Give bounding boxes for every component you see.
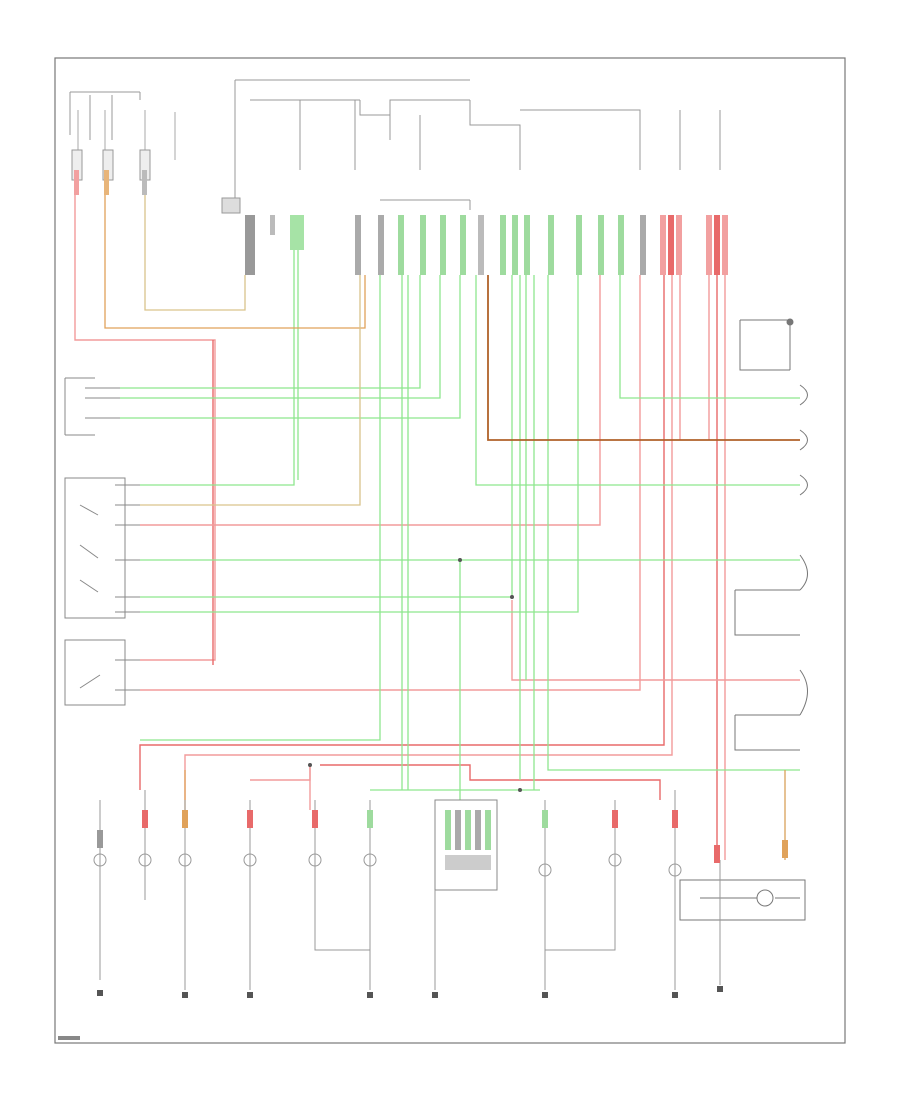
left-switch-upper: [64, 377, 120, 436]
left-switch-lower: [64, 639, 140, 706]
bottom-connector-stubs: [97, 810, 788, 863]
right-module-5: [679, 879, 806, 921]
right-module-4: [734, 669, 808, 751]
right-module-3: [734, 554, 808, 636]
wires-pink-red: [74, 195, 800, 860]
corner-mark: [58, 1036, 80, 1040]
junction-dots: [308, 558, 522, 792]
ground-symbols: [97, 986, 723, 998]
main-connector-row: [245, 215, 728, 275]
bottom-lamps: [93, 790, 721, 990]
fuse-block-connectors: [74, 170, 147, 195]
diagram-frame: [54, 57, 846, 1044]
left-switch-middle: [64, 477, 140, 619]
right-module-1: [739, 318, 794, 371]
right-module-2: [799, 384, 808, 496]
center-relay: [221, 79, 721, 214]
wires-orange-brown: [104, 195, 800, 860]
top-left-fuse-block: [69, 91, 176, 181]
bottom-connector-block: [434, 799, 498, 891]
